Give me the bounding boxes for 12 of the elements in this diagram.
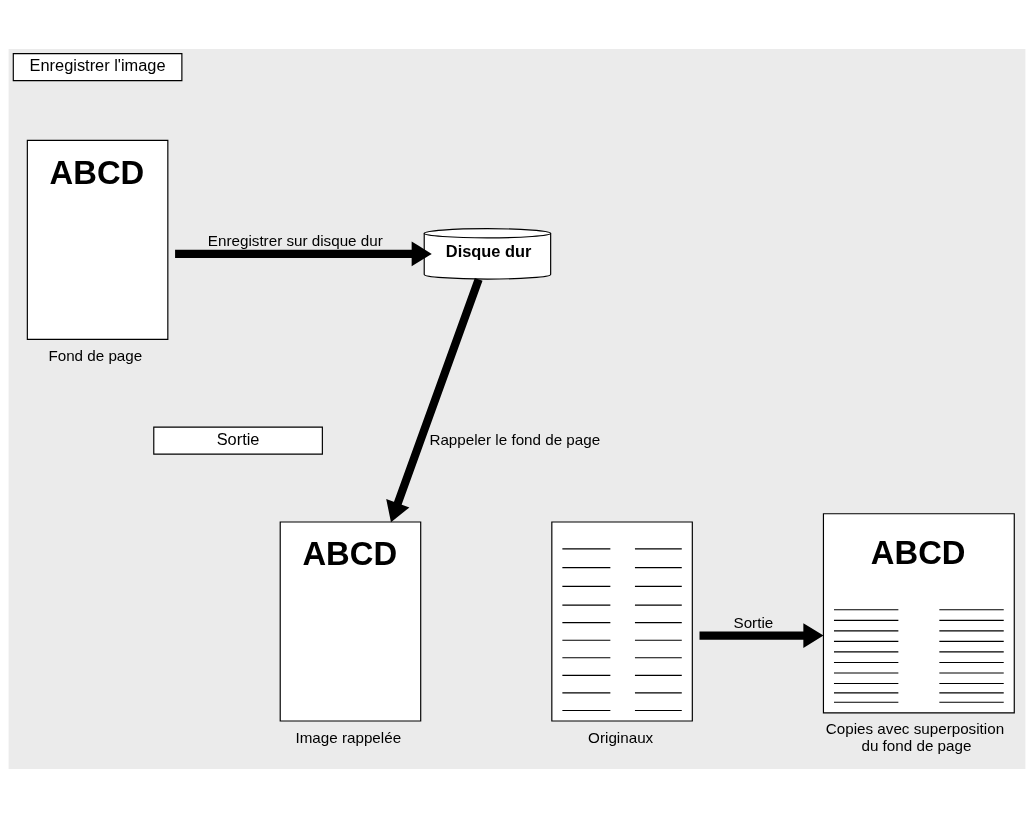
node-label: Copies avec superposition du fond de page: [825, 720, 1005, 754]
node-box: Enregistrer l'image: [12, 53, 183, 82]
arrow: [699, 623, 824, 648]
edge-label: Rappeler le fond de page: [429, 430, 601, 448]
edge-label: Sortie: [733, 613, 774, 631]
arrow: [175, 241, 432, 267]
node-label: Originaux: [588, 728, 654, 746]
node-label: Fond de page: [48, 346, 143, 364]
edge-label: Enregistrer sur disque dur: [207, 232, 383, 250]
node-label: Image rappelée: [295, 728, 402, 746]
arrow: [386, 277, 483, 523]
node-box: Sortie: [153, 426, 323, 455]
